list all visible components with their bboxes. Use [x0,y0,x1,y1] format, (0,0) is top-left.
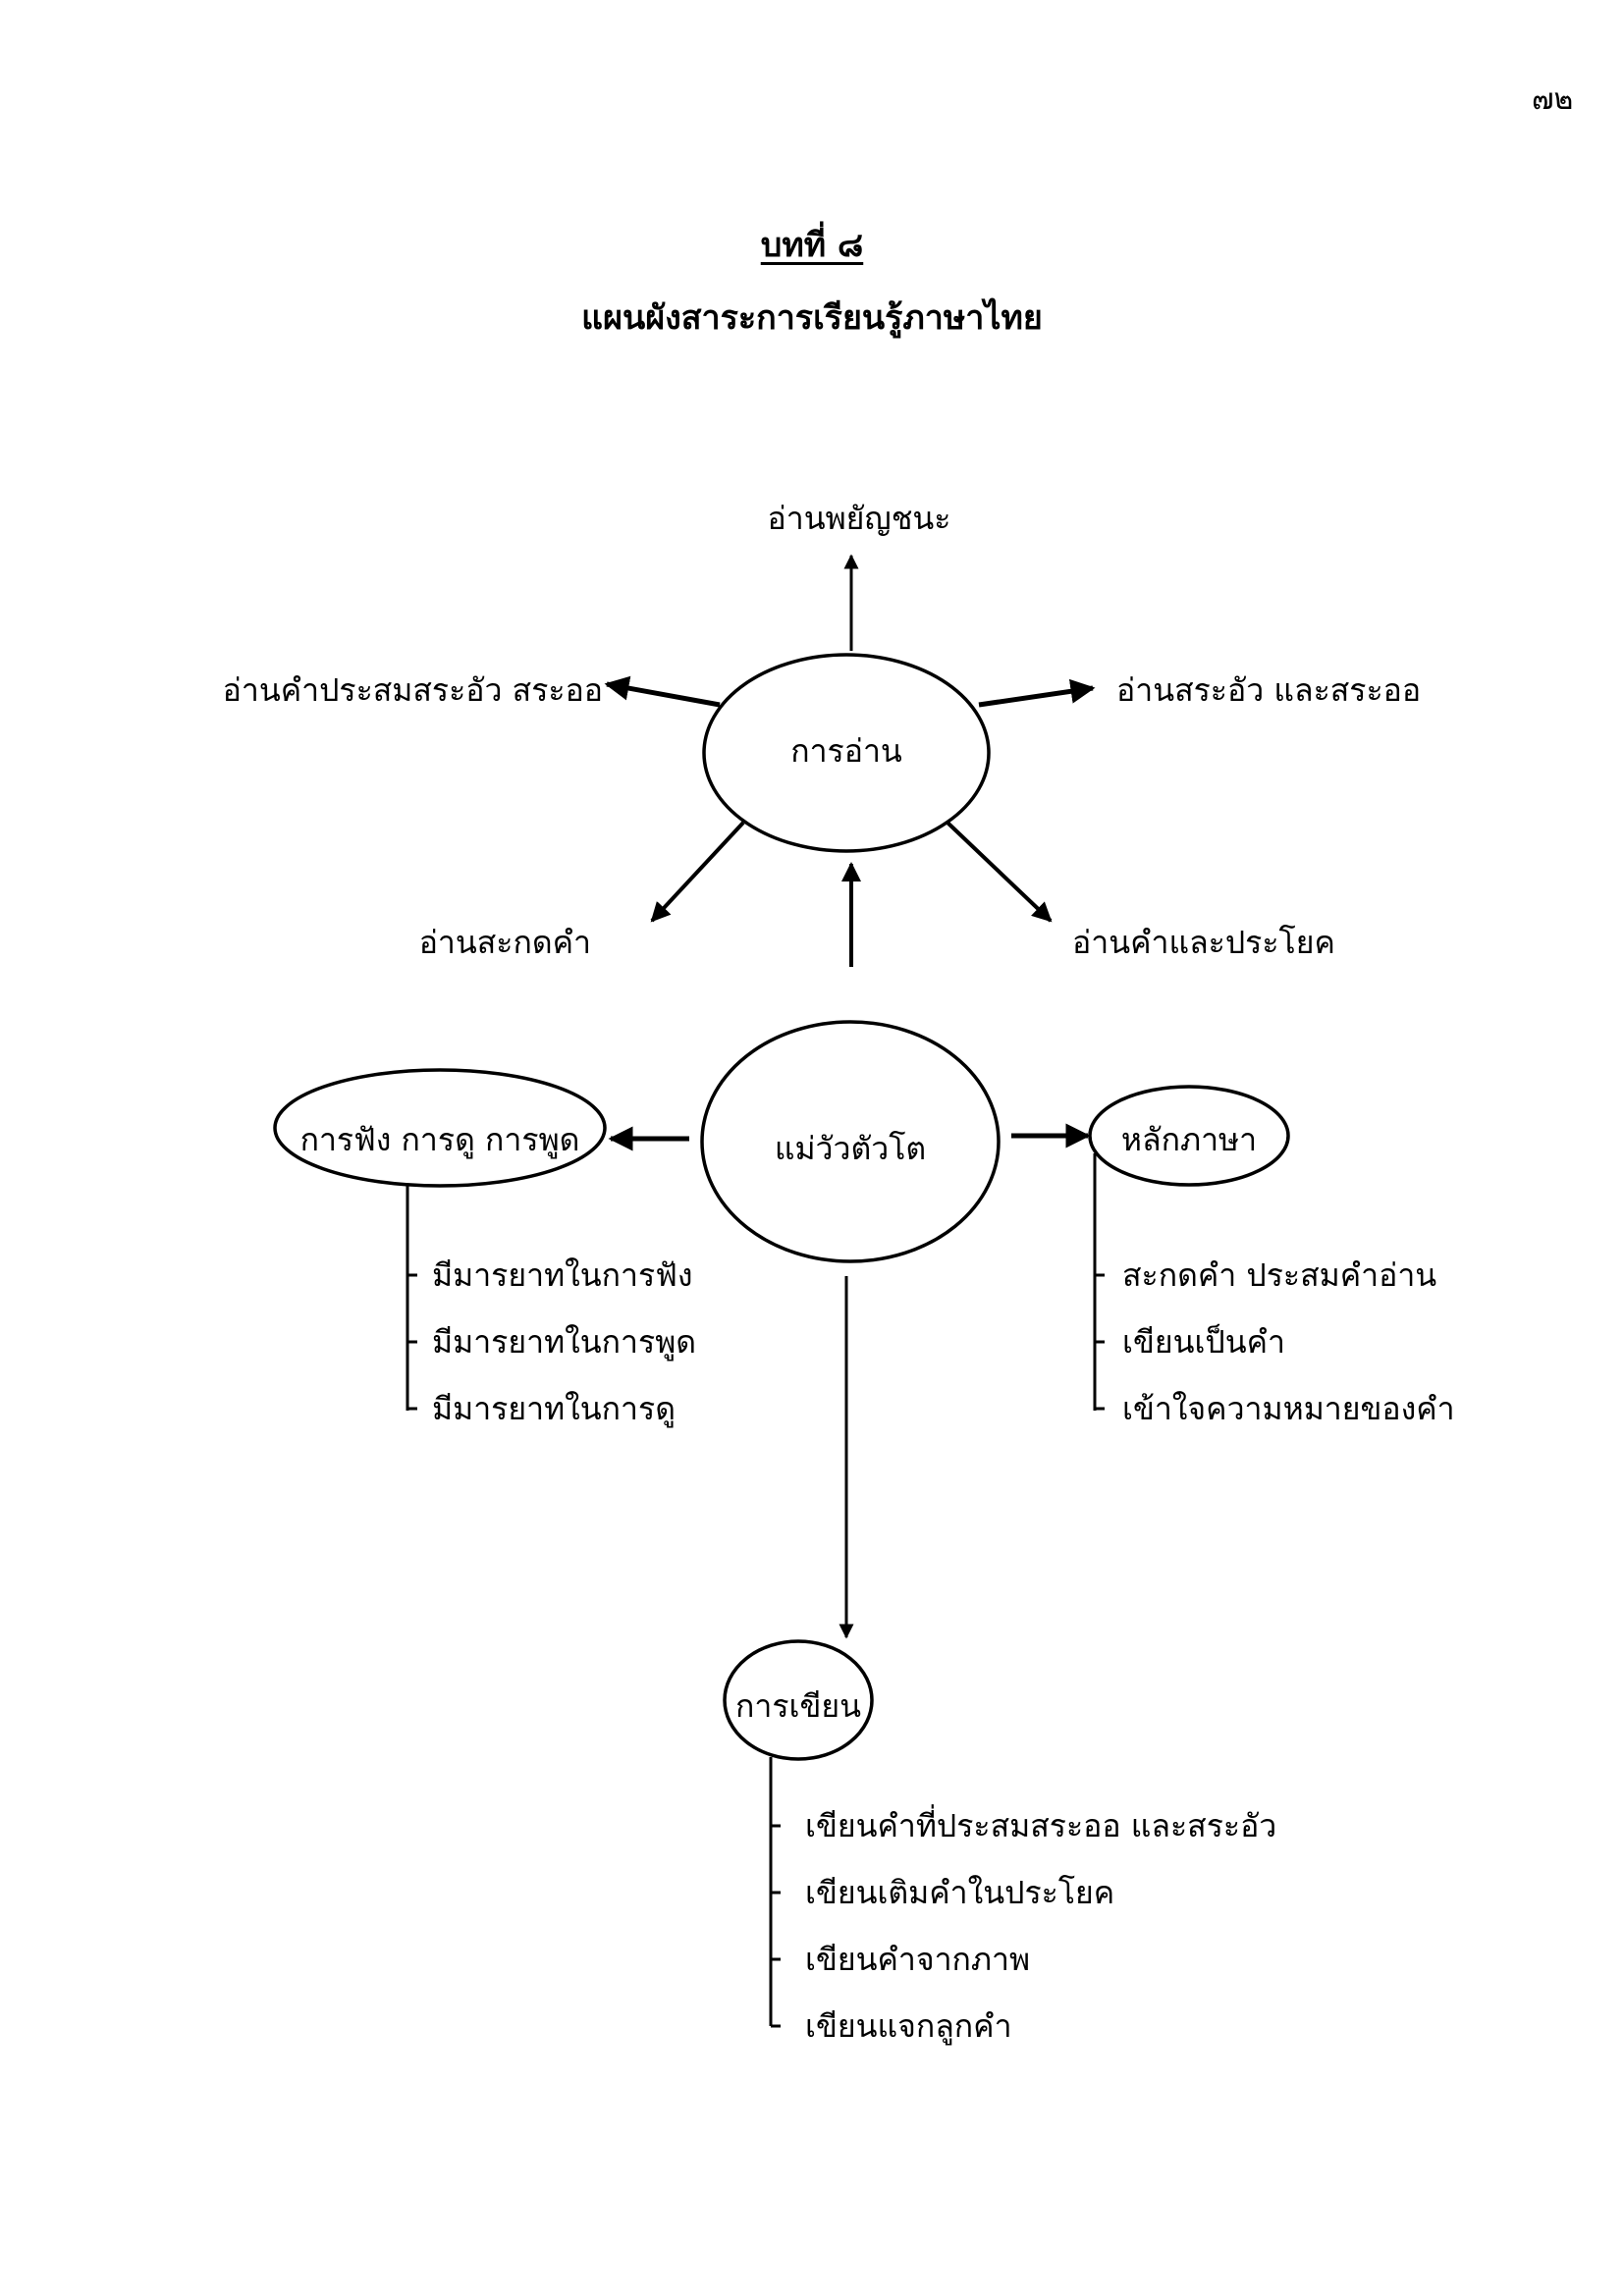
writing-node-label: การเขียน [735,1687,861,1725]
reading-node-label: การอ่าน [790,732,902,770]
reading-branch-bottom-left: อ่านสะกดคำ [418,924,591,961]
reading-branch-bottom-right: อ่านคำและประโยค [1072,924,1335,961]
center-node-label: แม่วัวตัวโต [774,1130,927,1167]
reading-branch-left: อ่านคำประสมสระอัว สระออ [222,671,603,709]
listening-node-label: การฟัง การดู การพูด [299,1121,580,1158]
page-title: แผนผังสาระการเรียนรู้ภาษาไทย [581,298,1043,338]
writing-item: เขียนคำที่ประสมสระออ และสระอัว [805,1807,1277,1844]
reading-node [702,653,991,853]
writing-item: เขียนคำจากภาพ [805,1941,1031,1978]
reading-branch-top: อ่านพยัญชนะ [767,500,951,537]
language-item: เขียนเป็นคำ [1122,1323,1285,1361]
listening-item: มีมารยาทในการพูด [432,1323,697,1361]
center-node [700,1020,1001,1263]
listening-node [273,1068,607,1188]
language-node-label: หลักภาษา [1120,1121,1258,1158]
listening-item: มีมารยาทในการฟัง [432,1256,693,1294]
chapter-label: บทที่ ๘ [760,226,864,265]
writing-item: เขียนแจกลูกคำ [805,2007,1012,2045]
language-item: เข้าใจความหมายของคำ [1122,1390,1455,1427]
arrow-reading-right [978,678,1096,708]
listening-item: มีมารยาทในการดู [432,1390,676,1427]
writing-item: เขียนเติมคำในประโยค [805,1874,1115,1911]
chapter-heading: บทที่ ๘ [0,218,1624,271]
page-number: ๗๒ [1532,82,1574,117]
writing-node [723,1639,874,1761]
arrow-reading-left [604,675,721,708]
language-item: สะกดคำ ประสมคำอ่าน [1122,1256,1437,1294]
arrow-reading-bottom-right [946,821,1053,923]
arrow-reading-bottom-left [650,821,745,923]
reading-branch-right: อ่านสระอัว และสระออ [1116,671,1422,709]
